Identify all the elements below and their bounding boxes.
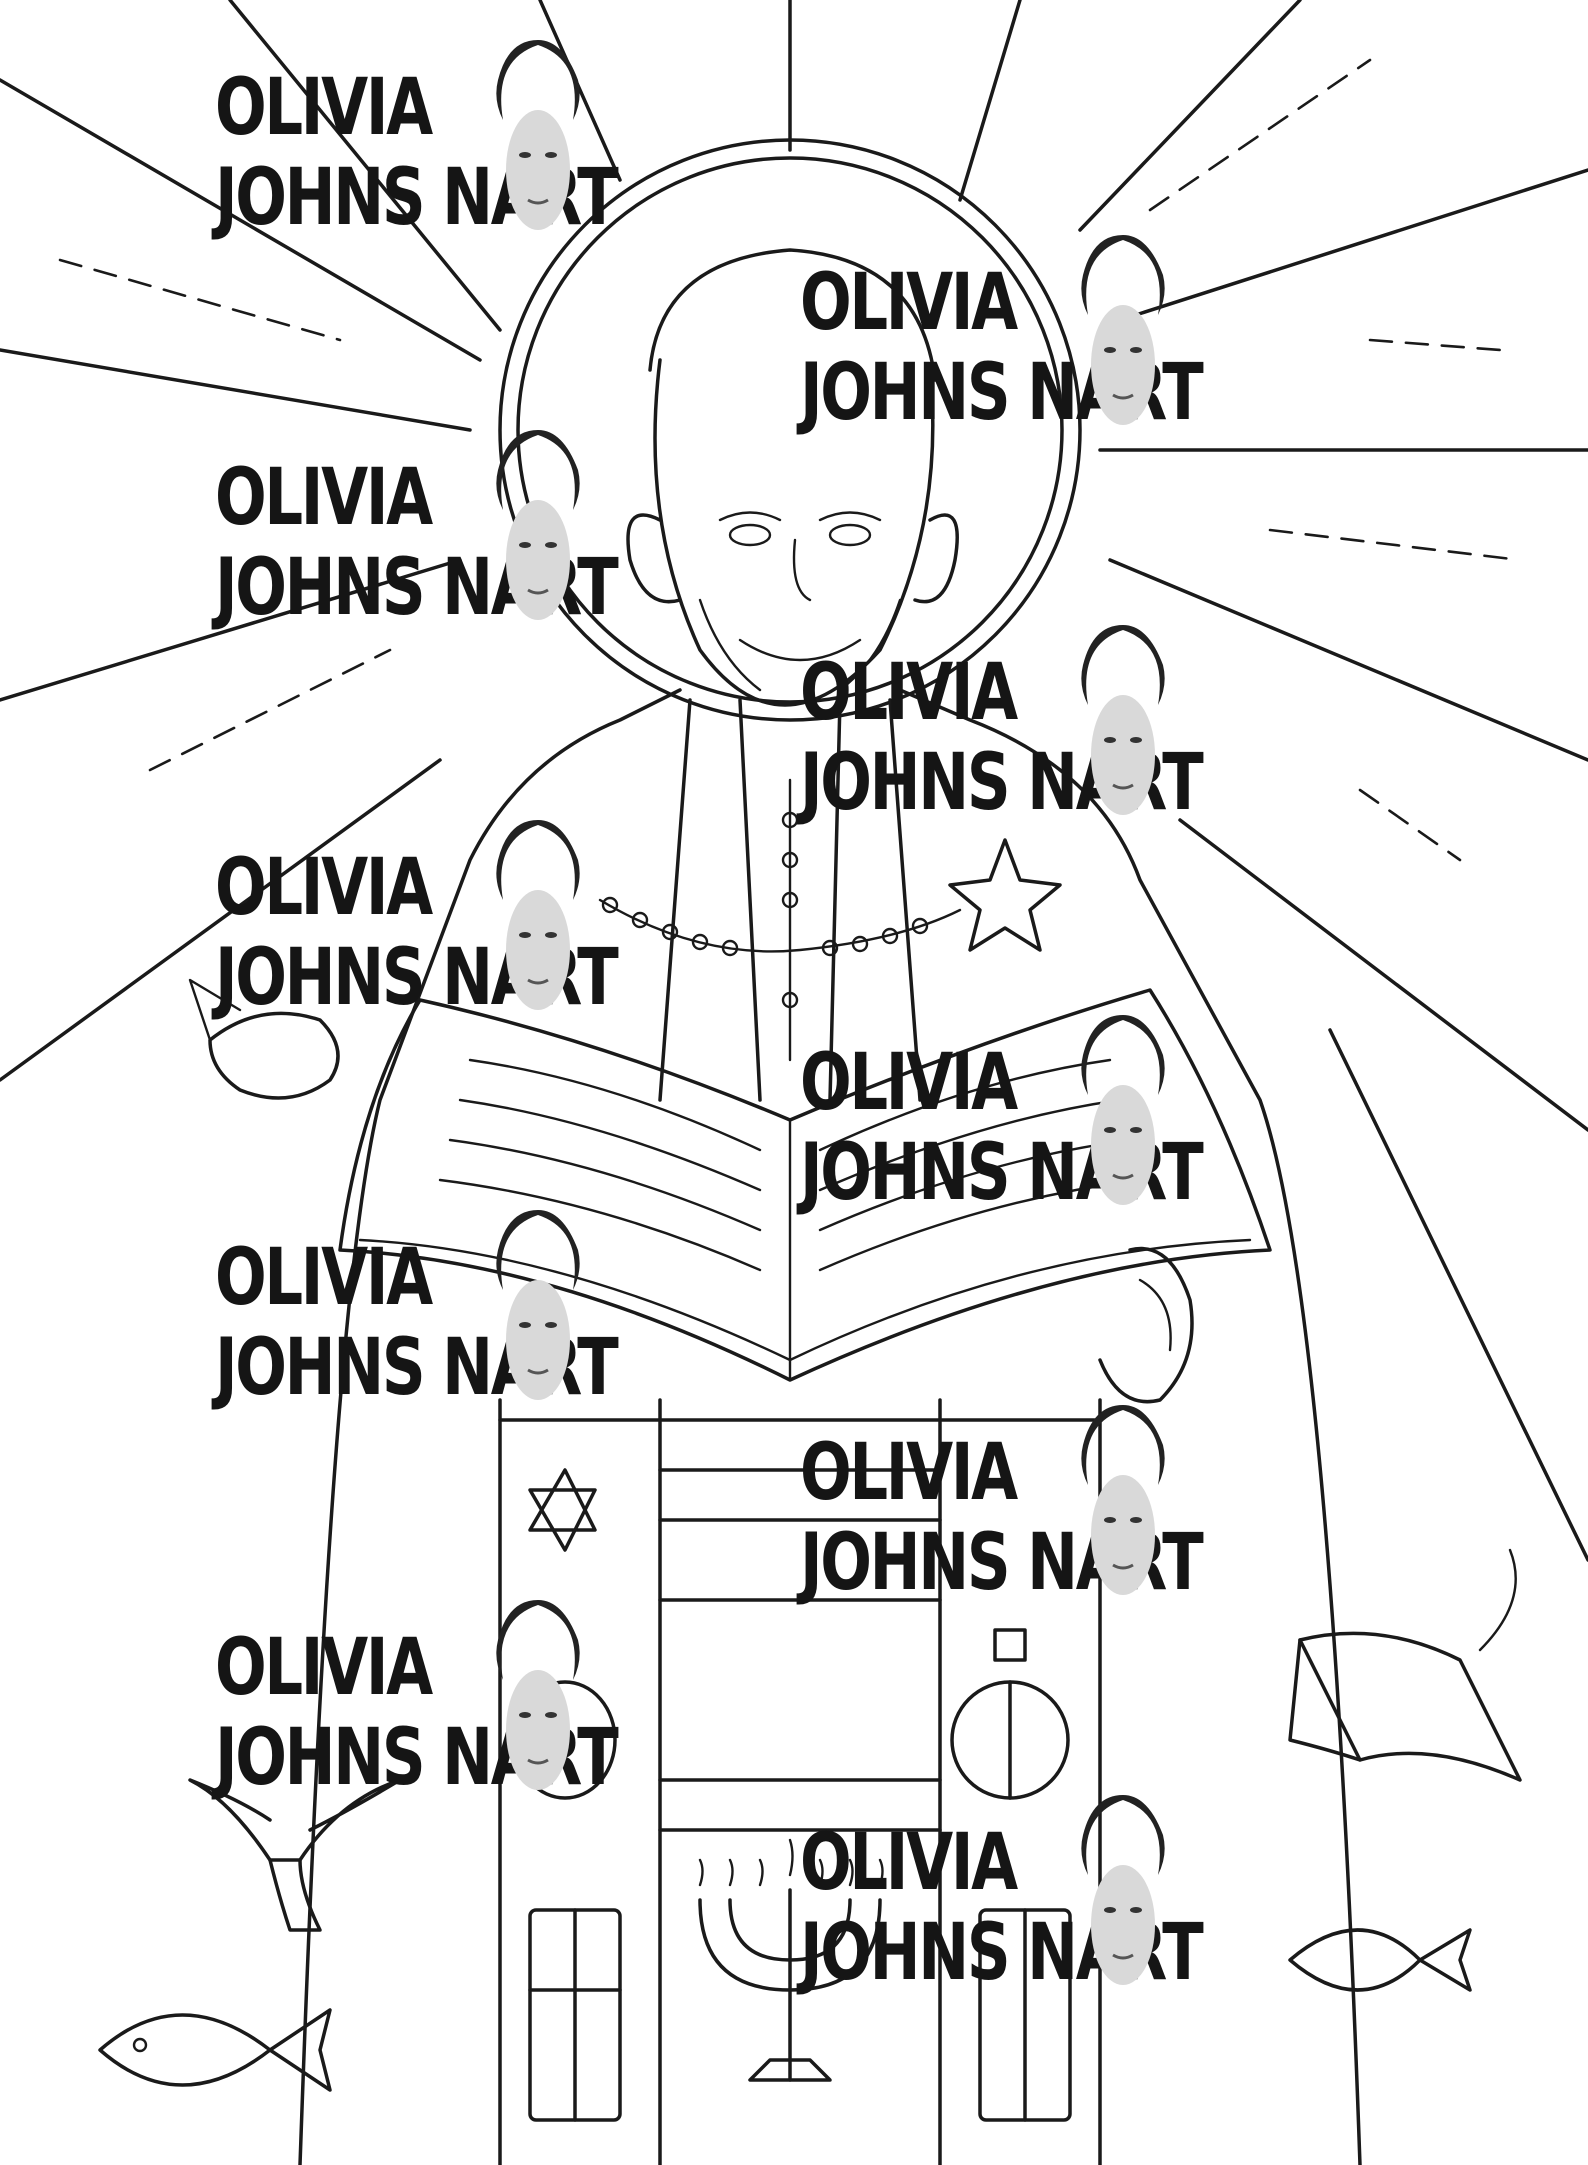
dove-icon: [188, 978, 402, 1932]
small-book-icon: [1288, 1548, 1522, 1782]
portrait-face-icon: [1081, 1795, 1165, 1985]
portrait-face-icon: [1081, 1015, 1165, 1205]
pope-figure-icon: [298, 248, 1362, 2165]
portrait-face-icon: [1081, 235, 1165, 425]
watermark-line-1: OLIVIA: [800, 648, 1018, 738]
watermark-9: OLIVIA JOHNS NART: [215, 1600, 815, 1830]
watermark-10: OLIVIA JOHNS NART: [800, 1795, 1400, 2025]
watermark-7: OLIVIA JOHNS NART: [215, 1210, 815, 1440]
open-book-icon: [338, 988, 1272, 1382]
watermark-8: OLIVIA JOHNS NART: [800, 1405, 1400, 1635]
watermark-line-1: OLIVIA: [215, 63, 433, 153]
watermark-line-1: OLIVIA: [800, 258, 1018, 348]
watermark-line-1: OLIVIA: [800, 1038, 1018, 1128]
sun-ray-icon: [0, 0, 1588, 1562]
watermark-4: OLIVIA JOHNS NART: [800, 625, 1400, 855]
watermark-3: OLIVIA JOHNS NART: [215, 430, 815, 660]
watermark-line-1: OLIVIA: [215, 1623, 433, 1713]
watermark-6: OLIVIA JOHNS NART: [800, 1015, 1400, 1245]
watermark-line-1: OLIVIA: [215, 1233, 433, 1323]
watermark-2: OLIVIA JOHNS NART: [800, 235, 1400, 465]
portrait-face-icon: [496, 40, 580, 230]
watermark-line-1: OLIVIA: [215, 843, 433, 933]
star-of-david-icon: [528, 1468, 597, 1552]
watermark-line-1: OLIVIA: [800, 1818, 1018, 1908]
star-icon: [948, 838, 1062, 952]
fish-icon: [98, 1928, 1472, 2092]
portrait-face-icon: [496, 430, 580, 620]
halo-icon: [498, 138, 1082, 722]
rosary-icon: [598, 778, 962, 1062]
watermark-1: OLIVIA JOHNS NART: [215, 40, 815, 270]
menorah-icon: [698, 1838, 884, 2082]
watermark-line-1: OLIVIA: [215, 453, 433, 543]
watermark-line-1: OLIVIA: [800, 1428, 1018, 1518]
watermark-5: OLIVIA JOHNS NART: [215, 820, 815, 1050]
portrait-face-icon: [1081, 625, 1165, 815]
portrait-face-icon: [1081, 1405, 1165, 1595]
portrait-face-icon: [496, 820, 580, 1010]
portrait-face-icon: [496, 1600, 580, 1790]
portrait-face-icon: [496, 1210, 580, 1400]
